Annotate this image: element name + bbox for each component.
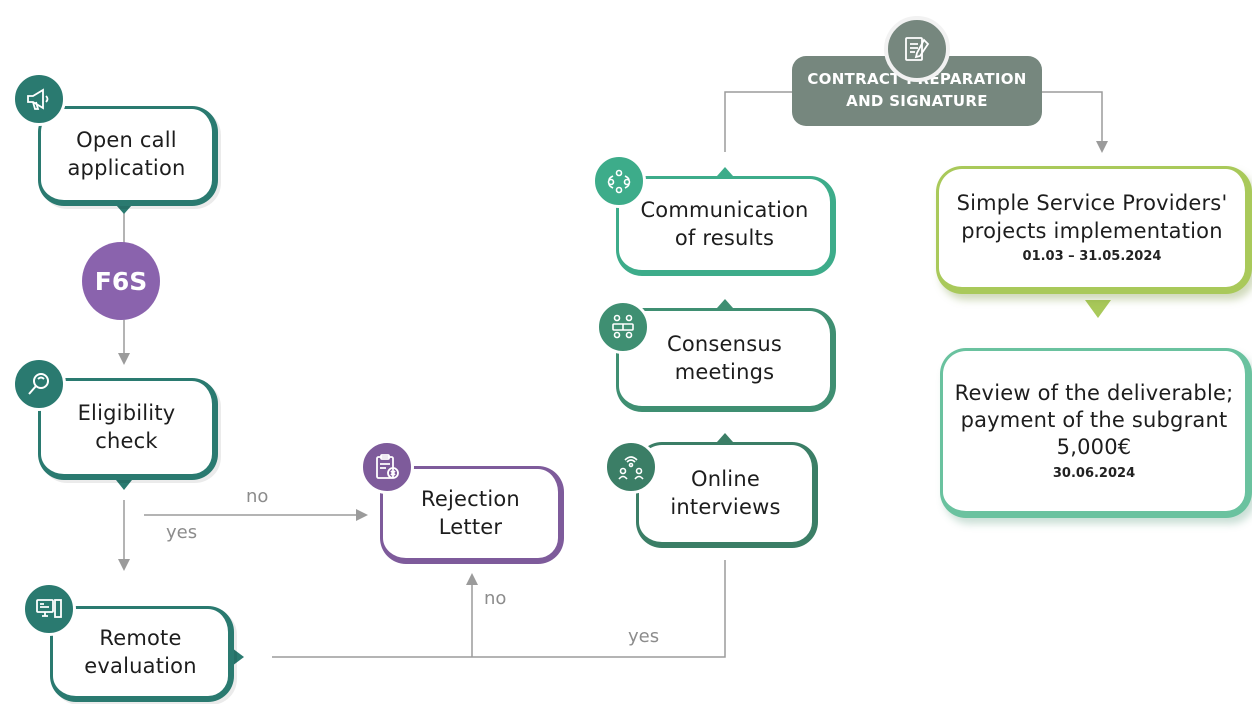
pointer-implementation (1085, 300, 1111, 318)
pointer-interviews (717, 433, 733, 442)
megaphone-icon (12, 72, 66, 126)
magnifier-icon (12, 357, 66, 411)
review-line1: Review of the deliverable; (954, 380, 1234, 405)
consensus-line2: meetings (674, 359, 775, 384)
review-payment-box: Review of the deliverable; payment of th… (940, 348, 1252, 518)
open-call-line1: Open call (76, 128, 177, 153)
consensus-meetings-box: Consensus meetings (616, 308, 836, 412)
rejection-line2: Letter (438, 514, 503, 539)
meeting-icon (596, 300, 650, 354)
no-label-eligibility: no (246, 486, 269, 507)
eligibility-line2: check (95, 428, 158, 453)
clipboard-reject-icon (360, 440, 414, 494)
review-line3: 5,000€ (1056, 435, 1132, 460)
interviews-line1: Online (691, 467, 760, 492)
connector-contract-right (1042, 91, 1108, 153)
f6s-platform-badge: F6S (82, 242, 160, 320)
implementation-line2: projects implementation (961, 218, 1223, 243)
rejection-line1: Rejection (421, 487, 520, 512)
connector-remote-interviews (272, 560, 726, 658)
f6s-label: F6S (94, 266, 148, 296)
communication-of-results-box: Communication of results (616, 176, 836, 276)
pointer-remote (232, 648, 244, 666)
implementation-date: 01.03 – 31.05.2024 (1022, 248, 1162, 264)
implementation-line1: Simple Service Providers' (956, 191, 1228, 216)
computer-icon (22, 582, 76, 636)
review-date: 30.06.2024 (1052, 465, 1136, 481)
contract-line2: AND SIGNATURE (846, 92, 988, 110)
communication-line2: of results (674, 225, 775, 250)
review-line2: payment of the subgrant (960, 407, 1228, 432)
open-call-application-box: Open call application (38, 106, 218, 206)
pointer-eligibility (116, 480, 132, 490)
eligibility-check-box: Eligibility check (38, 378, 218, 480)
pointer-open-call (116, 205, 132, 214)
network-people-icon (604, 440, 658, 494)
interviews-line2: interviews (670, 494, 781, 519)
no-label-remote: no (484, 588, 507, 609)
eligibility-line1: Eligibility (77, 401, 176, 426)
projects-implementation-box: Simple Service Providers' projects imple… (936, 166, 1252, 294)
consensus-line1: Consensus (667, 332, 782, 357)
online-interviews-box: Online interviews (636, 442, 818, 548)
remote-line2: evaluation (84, 653, 197, 678)
pointer-consensus (717, 299, 733, 308)
contract-signing-icon (884, 16, 950, 82)
rejection-letter-box: Rejection Letter (380, 466, 564, 564)
group-cycle-icon (592, 154, 646, 208)
pointer-communication (717, 167, 733, 176)
yes-label-eligibility: yes (166, 522, 198, 543)
connector-contract-left (724, 91, 792, 152)
remote-line1: Remote (99, 626, 182, 651)
communication-line1: Communication (640, 198, 809, 223)
open-call-line2: application (67, 155, 186, 180)
yes-label-remote: yes (628, 626, 660, 647)
remote-evaluation-box: Remote evaluation (50, 606, 234, 702)
